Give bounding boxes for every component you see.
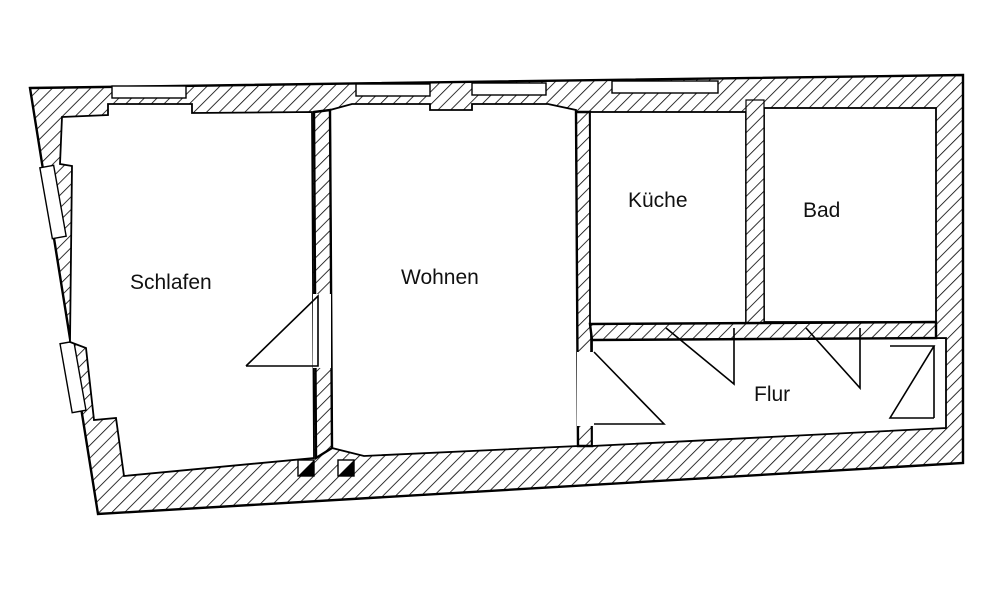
room-kueche [589, 111, 747, 325]
room-wohnen [329, 103, 579, 457]
windows [39, 80, 719, 414]
doors [245, 294, 936, 426]
chimney-flue-left-fill [298, 460, 314, 476]
door-swing-schlafen [245, 294, 319, 367]
partition-wall-flur [588, 320, 938, 342]
chimney-flues [297, 459, 355, 477]
door-swing-bad [805, 327, 861, 391]
door-opening-schlafen-wohnen [313, 294, 331, 368]
partition-wall-schlafen-wohnen [312, 108, 334, 461]
window-wohnen-left [355, 83, 431, 97]
partition-wall-kueche-bad [745, 99, 765, 327]
door-swing-flur-wohnen [593, 351, 666, 425]
room-schlafen [59, 103, 315, 477]
window-kueche [611, 80, 719, 94]
door-swing-kueche [665, 327, 735, 386]
room-label-schlafen: Schlafen [130, 271, 212, 294]
room-label-kueche: Küche [628, 189, 688, 212]
room-label-flur: Flur [754, 383, 790, 406]
door-opening-wohnen-flur [577, 352, 593, 426]
room-bad [763, 107, 937, 323]
room-label-wohnen: Wohnen [401, 266, 479, 289]
window-left-wall-upper [39, 164, 67, 240]
door-swing-entrance [888, 345, 936, 419]
room-label-bad: Bad [803, 199, 840, 222]
window-schlafen [111, 85, 187, 99]
window-left-wall-lower [59, 340, 87, 414]
window-wohnen-right [471, 82, 547, 96]
chimney-flue-right-fill [338, 460, 354, 476]
